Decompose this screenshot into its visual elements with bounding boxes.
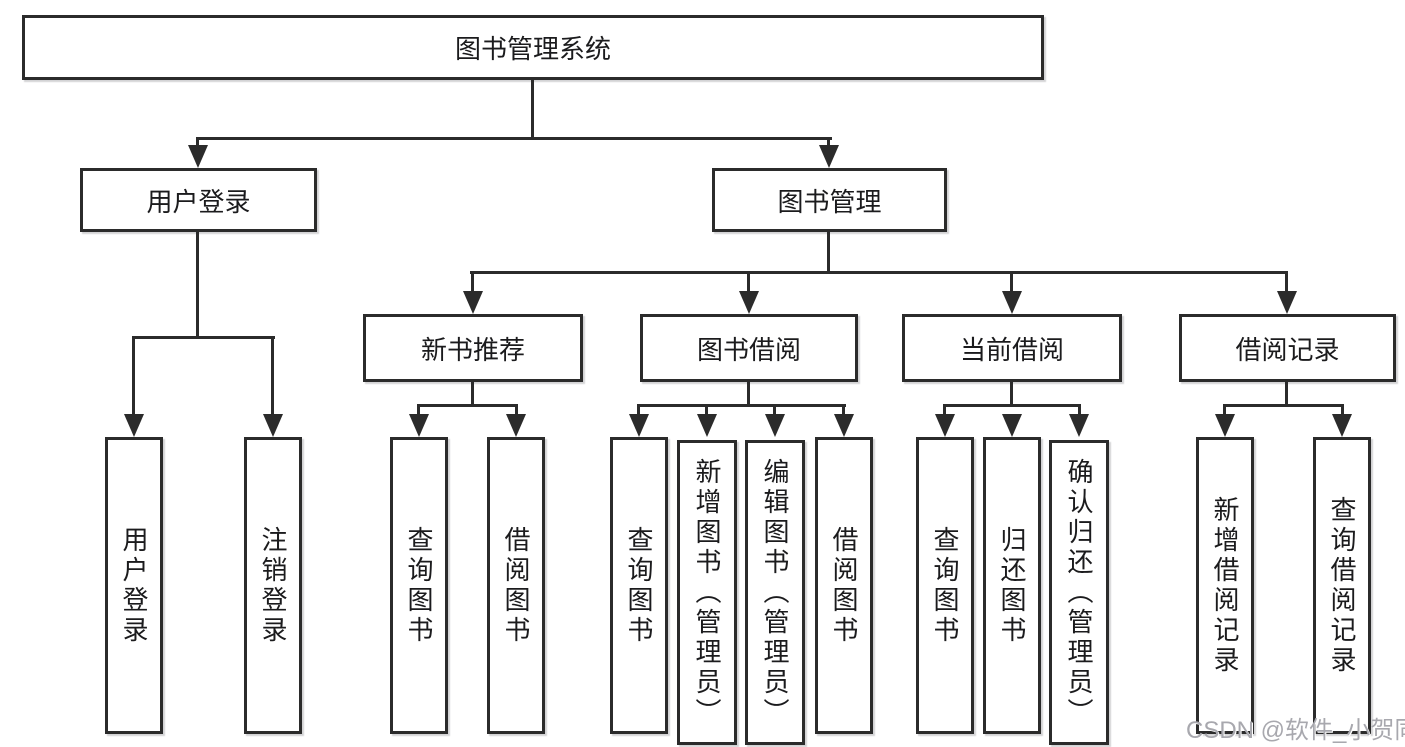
connector-line bbox=[637, 404, 846, 407]
leaf-add-books-admin-label: 新增图书（管理员） bbox=[692, 457, 722, 728]
node-book-management-label: 图书管理 bbox=[777, 186, 882, 217]
arrow-down-icon bbox=[1277, 291, 1297, 314]
connector-line bbox=[773, 404, 776, 416]
node-book-borrowing-label: 图书借阅 bbox=[696, 334, 801, 365]
leaf-borrow-borrow-books: 借阅图书 bbox=[815, 437, 873, 734]
leaf-add-borrow-record-label: 新增借阅记录 bbox=[1210, 495, 1240, 676]
connector-line bbox=[1285, 382, 1288, 407]
leaf-newbook-borrow-books-label: 借阅图书 bbox=[501, 525, 531, 646]
connector-line bbox=[1223, 404, 1226, 416]
node-new-book-recommendation: 新书推荐 bbox=[363, 314, 583, 382]
node-borrowing-records: 借阅记录 bbox=[1179, 314, 1396, 382]
csdn-watermark: CSDN @软件_小贺同学 bbox=[1186, 717, 1405, 744]
node-book-borrowing: 图书借阅 bbox=[640, 314, 858, 382]
connector-line bbox=[417, 404, 420, 416]
leaf-newbook-borrow-books: 借阅图书 bbox=[487, 437, 545, 734]
arrow-down-icon bbox=[463, 291, 483, 314]
leaf-edit-books-admin-label: 编辑图书（管理员） bbox=[760, 457, 790, 728]
leaf-user-login: 用户登录 bbox=[105, 437, 163, 734]
connector-line bbox=[471, 271, 474, 294]
connector-line bbox=[132, 336, 135, 416]
leaf-add-borrow-record: 新增借阅记录 bbox=[1196, 437, 1254, 734]
arrow-down-icon bbox=[765, 414, 785, 437]
leaf-edit-books-admin: 编辑图书（管理员） bbox=[745, 440, 805, 745]
arrow-down-icon bbox=[1215, 414, 1235, 437]
node-root-library-management-system: 图书管理系统 bbox=[22, 15, 1044, 80]
arrow-down-icon bbox=[697, 414, 717, 437]
arrow-down-icon bbox=[629, 414, 649, 437]
leaf-confirm-return-admin: 确认归还（管理员） bbox=[1049, 440, 1109, 745]
leaf-query-borrow-record: 查询借阅记录 bbox=[1313, 437, 1371, 734]
connector-line bbox=[531, 80, 534, 139]
arrow-down-icon bbox=[834, 414, 854, 437]
node-book-management: 图书管理 bbox=[712, 168, 947, 232]
connector-line bbox=[196, 137, 199, 149]
leaf-confirm-return-admin-label: 确认归还（管理员） bbox=[1064, 457, 1094, 728]
leaf-current-query-books: 查询图书 bbox=[916, 437, 974, 734]
connector-line bbox=[827, 137, 830, 149]
leaf-return-books-label: 归还图书 bbox=[997, 525, 1027, 646]
connector-line bbox=[943, 404, 1081, 407]
connector-line bbox=[842, 404, 845, 416]
arrow-down-icon bbox=[506, 414, 526, 437]
connector-line bbox=[470, 271, 1288, 274]
leaf-add-books-admin: 新增图书（管理员） bbox=[677, 440, 737, 745]
leaf-newbook-query-books-label: 查询图书 bbox=[404, 525, 434, 646]
leaf-borrow-query-books-label: 查询图书 bbox=[624, 525, 654, 646]
connector-line bbox=[1341, 404, 1344, 416]
leaf-return-books: 归还图书 bbox=[983, 437, 1041, 734]
arrow-down-icon bbox=[124, 414, 144, 437]
arrow-down-icon bbox=[739, 291, 759, 314]
connector-line bbox=[1078, 404, 1081, 416]
connector-line bbox=[1010, 271, 1013, 294]
leaf-logout-label: 注销登录 bbox=[258, 525, 288, 646]
leaf-user-login-label: 用户登录 bbox=[119, 525, 149, 646]
arrow-down-icon bbox=[819, 145, 839, 168]
node-borrowing-records-label: 借阅记录 bbox=[1235, 334, 1340, 365]
leaf-newbook-query-books: 查询图书 bbox=[390, 437, 448, 734]
connector-line bbox=[196, 232, 199, 338]
leaf-current-query-books-label: 查询图书 bbox=[930, 525, 960, 646]
arrow-down-icon bbox=[1002, 291, 1022, 314]
arrow-down-icon bbox=[935, 414, 955, 437]
connector-line bbox=[827, 232, 830, 274]
leaf-logout: 注销登录 bbox=[244, 437, 302, 734]
leaf-query-borrow-record-label: 查询借阅记录 bbox=[1327, 495, 1357, 676]
arrow-down-icon bbox=[188, 145, 208, 168]
arrow-down-icon bbox=[1002, 414, 1022, 437]
node-root-label: 图书管理系统 bbox=[454, 34, 611, 64]
leaf-borrow-borrow-books-label: 借阅图书 bbox=[829, 525, 859, 646]
connector-line bbox=[132, 336, 275, 339]
connector-line bbox=[705, 404, 708, 416]
connector-line bbox=[1285, 271, 1288, 294]
leaf-borrow-query-books: 查询图书 bbox=[610, 437, 668, 734]
connector-line bbox=[417, 404, 518, 407]
node-current-borrowing: 当前借阅 bbox=[902, 314, 1122, 382]
arrow-down-icon bbox=[263, 414, 283, 437]
node-user-login-label: 用户登录 bbox=[146, 186, 251, 217]
connector-line bbox=[1223, 404, 1344, 407]
node-current-borrowing-label: 当前借阅 bbox=[959, 334, 1064, 365]
arrow-down-icon bbox=[1069, 414, 1089, 437]
connector-line bbox=[471, 382, 474, 407]
connector-line bbox=[1010, 382, 1013, 407]
connector-line bbox=[515, 404, 518, 416]
connector-line bbox=[196, 137, 832, 140]
node-user-login: 用户登录 bbox=[80, 168, 317, 232]
connector-line bbox=[943, 404, 946, 416]
connector-line bbox=[271, 336, 274, 416]
node-new-book-recommendation-label: 新书推荐 bbox=[420, 334, 525, 365]
connector-line bbox=[747, 271, 750, 294]
arrow-down-icon bbox=[1332, 414, 1352, 437]
arrow-down-icon bbox=[409, 414, 429, 437]
connector-line bbox=[637, 404, 640, 416]
connector-line bbox=[747, 382, 750, 407]
